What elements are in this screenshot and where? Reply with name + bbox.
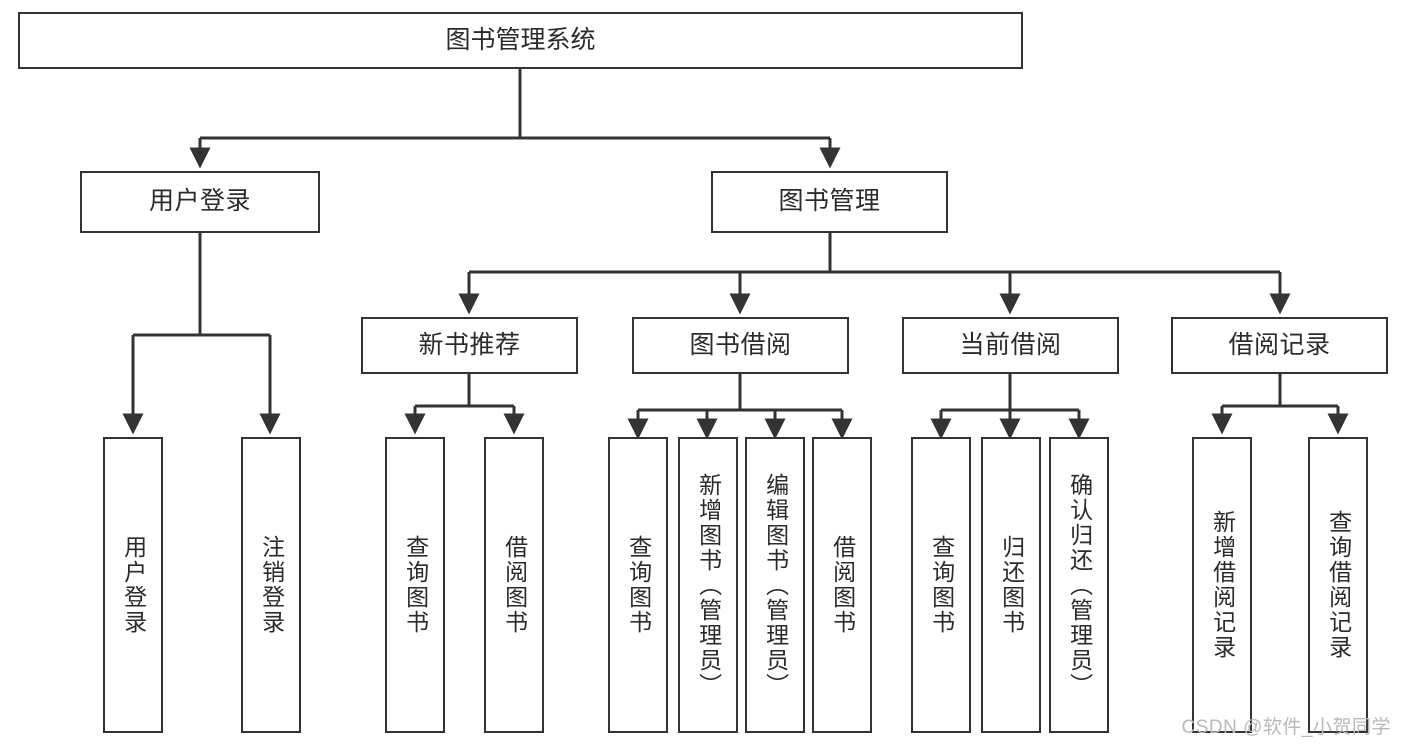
node-book-borrow[interactable]: 图书借阅 [632, 317, 849, 374]
leaf-confirm-return-admin[interactable]: 确认归还（管理员） [1049, 437, 1109, 733]
leaf-borrow-book-recommend[interactable]: 借阅图书 [484, 437, 544, 733]
leaf-add-book-admin[interactable]: 新增图书（管理员） [678, 437, 738, 733]
leaf-query-book-borrow[interactable]: 查询图书 [608, 437, 668, 733]
node-root[interactable]: 图书管理系统 [18, 12, 1023, 69]
leaf-borrow-book[interactable]: 借阅图书 [812, 437, 872, 733]
leaf-add-borrow-record[interactable]: 新增借阅记录 [1192, 437, 1252, 733]
leaf-query-borrow-record[interactable]: 查询借阅记录 [1308, 437, 1368, 733]
leaf-return-book[interactable]: 归还图书 [981, 437, 1041, 733]
leaf-user-login[interactable]: 用户登录 [103, 437, 163, 733]
node-user-login[interactable]: 用户登录 [80, 171, 320, 233]
leaf-query-book-recommend[interactable]: 查询图书 [385, 437, 445, 733]
node-book-manage[interactable]: 图书管理 [711, 171, 948, 233]
leaf-edit-book-admin[interactable]: 编辑图书（管理员） [745, 437, 805, 733]
node-borrow-record[interactable]: 借阅记录 [1171, 317, 1388, 374]
node-current-borrow[interactable]: 当前借阅 [902, 317, 1119, 374]
leaf-query-book-current[interactable]: 查询图书 [911, 437, 971, 733]
leaf-logout[interactable]: 注销登录 [241, 437, 301, 733]
watermark: CSDN @软件_小贺同学 [1181, 717, 1391, 738]
node-new-book-recommend[interactable]: 新书推荐 [361, 317, 578, 374]
